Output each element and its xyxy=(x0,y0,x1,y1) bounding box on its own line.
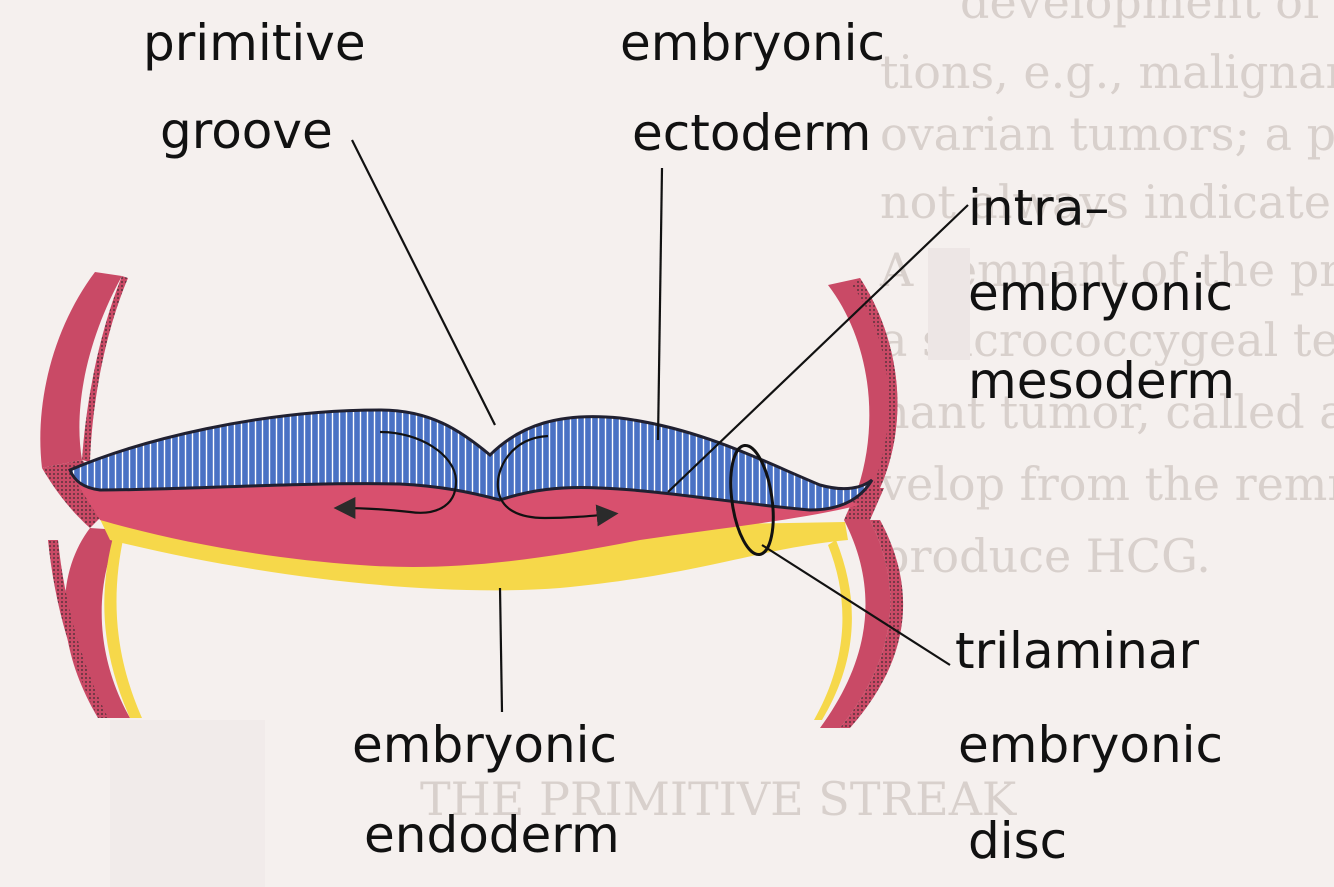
label-line: embryonic xyxy=(958,716,1223,774)
right-wall xyxy=(814,278,904,728)
embryonic-endoderm-leader xyxy=(498,587,504,713)
trilaminar-disc-marker xyxy=(729,443,775,557)
left-wall xyxy=(40,272,142,718)
right-curved-arrow xyxy=(496,434,619,527)
ghost-line: velop from the remnants of this streak a… xyxy=(879,457,1334,511)
primitive-groove-leader xyxy=(351,139,496,426)
ghost-line: nant tumor, called a teratoma, which may… xyxy=(880,385,1334,439)
ectoderm-layer xyxy=(68,408,874,512)
ghost-line: development of a mass of tissue xyxy=(960,0,1334,29)
label-trilaminar-embryonic-disc: trilaminar embryonic disc xyxy=(955,622,1223,870)
label-line: trilaminar xyxy=(955,622,1200,680)
trilaminar-disc-leader xyxy=(761,544,951,666)
label-line: endoderm xyxy=(364,806,620,864)
mesoderm-leader xyxy=(667,204,969,493)
paper-patch xyxy=(110,720,265,887)
label-embryonic-endoderm: embryonic endoderm xyxy=(352,716,620,864)
label-primitive-groove: primitive groove xyxy=(143,14,366,160)
ghost-line: ovarian tumors; a positive pregnancy tes… xyxy=(880,107,1334,161)
label-line: primitive xyxy=(143,14,366,72)
paper-patch xyxy=(928,248,970,360)
label-embryonic-ectoderm: embryonic ectoderm xyxy=(620,14,885,162)
label-line: intra– xyxy=(968,179,1109,237)
embryonic-ectoderm-leader xyxy=(656,167,664,441)
label-line: embryonic xyxy=(968,264,1233,322)
ghost-line: produce HCG. xyxy=(880,529,1211,583)
label-line: mesoderm xyxy=(968,352,1235,410)
label-line: groove xyxy=(160,102,333,160)
left-curved-arrow xyxy=(333,430,458,520)
label-line: embryonic xyxy=(620,14,885,72)
mesoderm-migration-arrows xyxy=(333,430,619,527)
label-line: ectoderm xyxy=(632,104,871,162)
ghost-line: not always indicate that an embryo is de… xyxy=(880,175,1334,229)
label-line: disc xyxy=(968,812,1067,870)
ghost-line: tions, e.g., malignant tumors of the ute… xyxy=(880,45,1334,99)
label-line: embryonic xyxy=(352,716,617,774)
ghost-line: THE PRIMITIVE STREAK xyxy=(420,772,1018,826)
label-intraembryonic-mesoderm: intra– embryonic mesoderm xyxy=(968,179,1235,410)
